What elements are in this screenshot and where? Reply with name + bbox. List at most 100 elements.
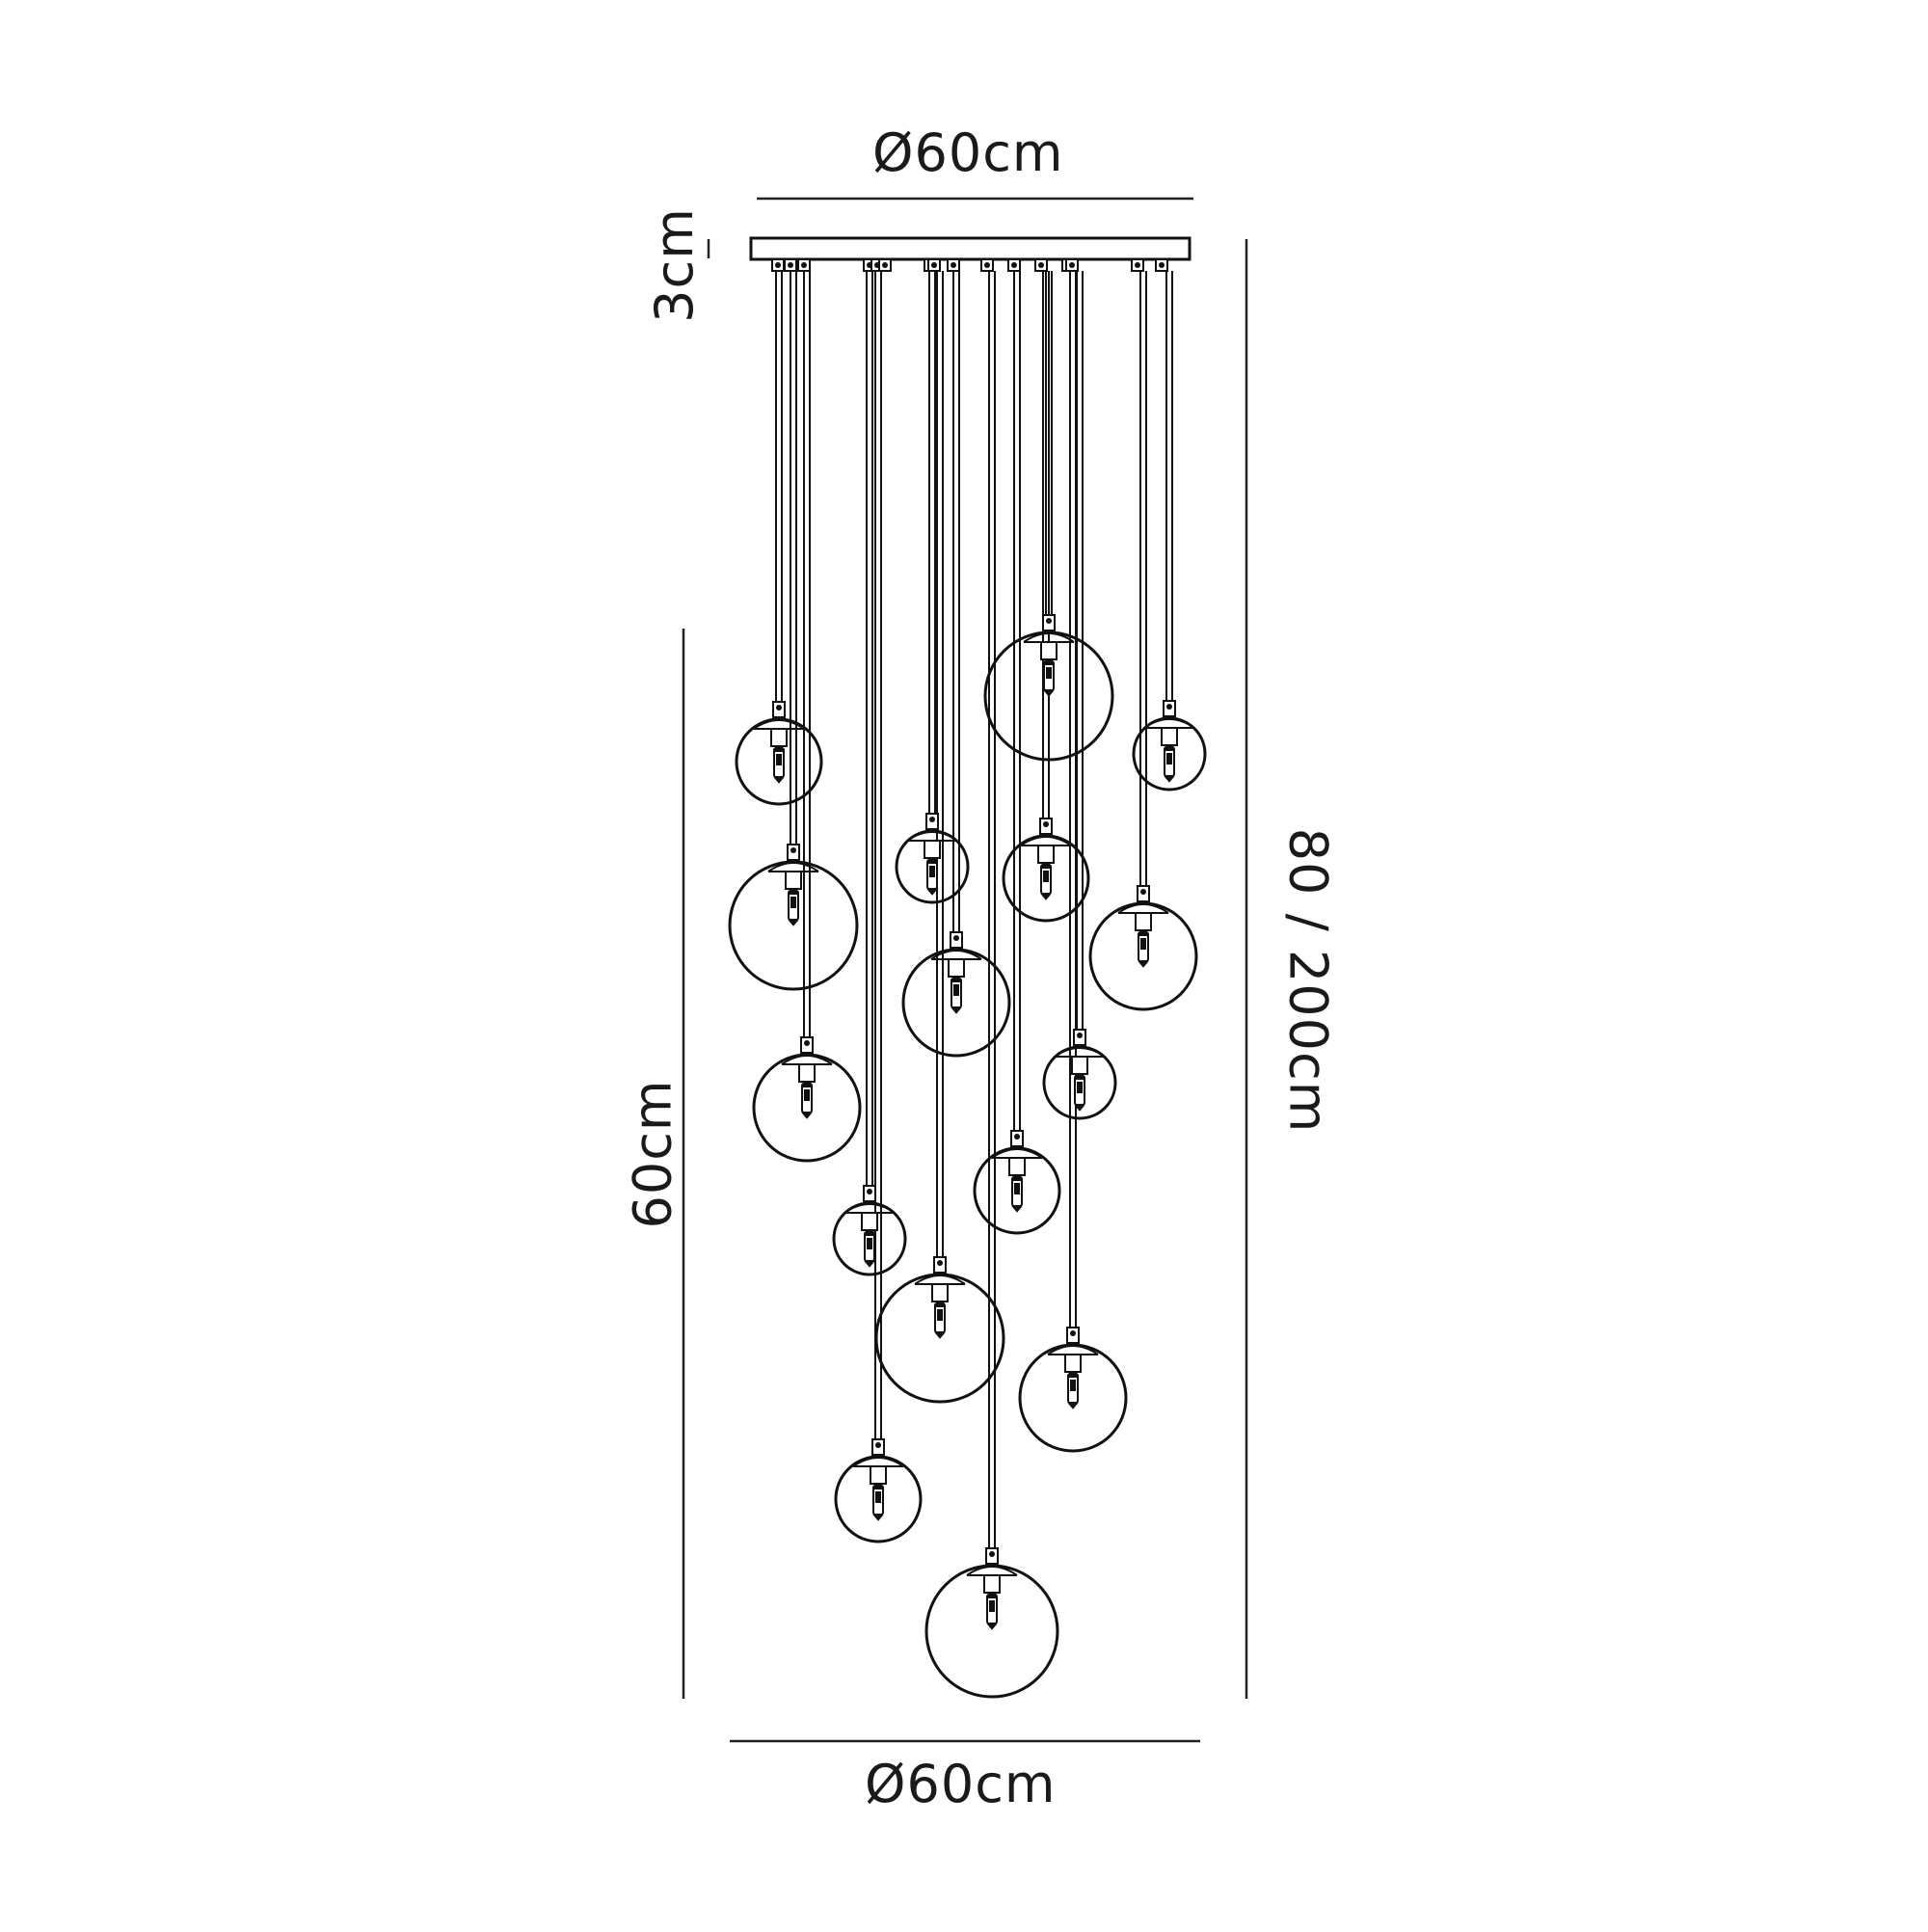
- globe-pendant: [752, 1036, 862, 1163]
- globe-pendant: [834, 1438, 923, 1543]
- lamp-holder: [1008, 1157, 1026, 1176]
- bulb-cap: [803, 1082, 811, 1087]
- bulb-tip: [1067, 1402, 1079, 1409]
- rod-mount-screw: [984, 262, 990, 268]
- lamp-holder: [861, 1212, 878, 1231]
- bulb-filament: [776, 754, 782, 765]
- bulb-cap: [988, 1593, 996, 1598]
- globe-pendant: [735, 701, 823, 806]
- top-width-label: Ø60cm: [872, 122, 1064, 183]
- lamp-holder: [1037, 845, 1055, 864]
- globe-gallery: [1020, 836, 1072, 846]
- globe-gallery: [914, 1275, 966, 1285]
- bulb-cap: [952, 977, 960, 982]
- rod-mount-screw: [1135, 262, 1140, 268]
- bulb-tip: [1040, 893, 1052, 900]
- globe-gallery: [753, 719, 805, 730]
- globe-pendant: [1042, 1029, 1117, 1120]
- bulb-cap: [790, 889, 797, 895]
- rod-mount-screw: [788, 262, 793, 268]
- connector-screw: [937, 1260, 943, 1266]
- globe-pendant: [901, 931, 1011, 1058]
- bulb-cap: [1139, 930, 1147, 936]
- bulb-cap: [866, 1230, 873, 1236]
- bulb-tip: [986, 1623, 998, 1630]
- globe-pendant: [1132, 700, 1207, 792]
- globe-gallery: [930, 950, 982, 960]
- bulb-filament: [790, 897, 796, 908]
- globe-gallery: [1047, 1345, 1099, 1355]
- bulb-filament: [1014, 1183, 1020, 1194]
- connector-screw: [1014, 1134, 1020, 1140]
- bulb-filament: [867, 1238, 872, 1249]
- bulb-tip: [1138, 960, 1149, 968]
- rod-mount-screw: [931, 262, 937, 268]
- globe-gallery: [1023, 632, 1075, 643]
- lamp-holder: [870, 1465, 887, 1485]
- lamp-holder: [785, 871, 802, 890]
- bulb-cap: [928, 858, 936, 864]
- bulb-tip: [864, 1260, 875, 1268]
- connector-screw: [929, 817, 935, 822]
- connector-screw: [1070, 1330, 1076, 1336]
- globe-gallery: [966, 1566, 1018, 1576]
- lamp-holder: [798, 1063, 816, 1083]
- connector-screw: [1077, 1033, 1083, 1038]
- connector-screw: [867, 1189, 872, 1194]
- globe-pendant: [874, 1256, 1005, 1404]
- lamp-holder: [924, 840, 941, 859]
- bulb-tip: [1164, 775, 1175, 783]
- rod-mount-screw: [1069, 262, 1075, 268]
- bulb-filament: [875, 1491, 881, 1503]
- rod-mount-screw: [775, 262, 781, 268]
- globe-pendant: [895, 813, 970, 904]
- suspension-rods: [771, 258, 1173, 1552]
- bulb-filament: [1140, 938, 1146, 950]
- bulb-tip: [872, 1514, 884, 1521]
- globe-gallery: [852, 1457, 904, 1467]
- globe-pendant: [973, 1130, 1061, 1235]
- globe-gallery: [1117, 903, 1169, 914]
- bulb-filament: [953, 984, 959, 996]
- bulb-cap: [775, 746, 783, 752]
- connector-screw: [804, 1040, 810, 1046]
- globe-pendant: [728, 844, 859, 991]
- bulb-tip: [1074, 1104, 1085, 1112]
- globe-gallery: [991, 1148, 1043, 1159]
- bulb-filament: [1046, 667, 1052, 679]
- bulb-cap: [1076, 1074, 1084, 1080]
- connector-screw: [1140, 889, 1146, 895]
- bulb-tip: [951, 1006, 962, 1014]
- globe-gallery: [781, 1055, 833, 1065]
- bulb-cap: [936, 1301, 944, 1307]
- connector-screw: [776, 705, 782, 711]
- lamp-holder: [931, 1283, 949, 1302]
- connector-screw: [790, 847, 796, 853]
- bulb-cap: [1165, 745, 1173, 751]
- cluster-height-label: 60cm: [622, 1079, 683, 1229]
- bulb-tip: [934, 1331, 946, 1339]
- lamp-holder: [1161, 727, 1178, 746]
- globe-pendant: [1018, 1327, 1128, 1453]
- connector-screw: [1043, 821, 1049, 827]
- bulb-filament: [1070, 1380, 1076, 1391]
- rod-mount-screw: [1038, 262, 1044, 268]
- bulb-tip: [801, 1112, 813, 1119]
- bulb-tip: [773, 776, 785, 784]
- globe-gallery: [1143, 718, 1195, 729]
- glass-globes: [728, 614, 1207, 1699]
- ceiling-canopy: [749, 236, 1192, 261]
- bulb-filament: [989, 1600, 995, 1612]
- connector-screw: [989, 1551, 995, 1557]
- bulb-filament: [929, 866, 935, 877]
- bulb-cap: [1069, 1372, 1077, 1378]
- globe-gallery: [767, 862, 819, 872]
- rod-mount-screw: [1011, 262, 1017, 268]
- bulb-tip: [926, 888, 938, 896]
- rod-mount-screw: [801, 262, 807, 268]
- bulb-cap: [1013, 1175, 1021, 1181]
- lamp-holder: [1071, 1056, 1088, 1075]
- lamp-holder: [1064, 1354, 1082, 1373]
- rod-mount-screw: [1159, 262, 1165, 268]
